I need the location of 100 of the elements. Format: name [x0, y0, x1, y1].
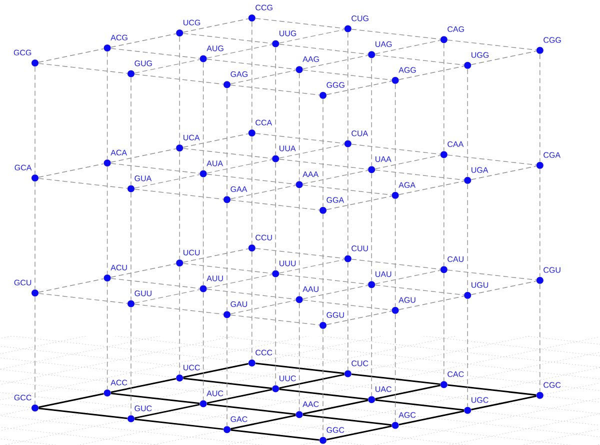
- dashed-line: [130, 77, 132, 186]
- dashed-line: [302, 300, 392, 310]
- dashed-line: [470, 280, 537, 295]
- codon-label: GUG: [134, 60, 154, 67]
- codon-label: CCU: [254, 234, 274, 241]
- codon-label: AAU: [302, 286, 320, 293]
- dashed-line: [351, 28, 441, 40]
- dashed-line: [106, 51, 108, 160]
- dashed-line: [206, 274, 272, 288]
- dashed-line: [230, 200, 320, 210]
- codon-label: UAU: [374, 270, 392, 278]
- dashed-line: [275, 47, 276, 156]
- dashed-line: [110, 148, 176, 163]
- codon-label: AGG: [398, 66, 417, 74]
- grid-line: [183, 363, 248, 378]
- dashed-line: [371, 288, 372, 396]
- dashed-line: [322, 214, 324, 322]
- dashed-line: [106, 281, 108, 390]
- dashed-line: [278, 158, 368, 170]
- dashed-line: [206, 174, 296, 185]
- codon-label: GUA: [134, 174, 152, 182]
- codon-label: GGG: [326, 82, 346, 88]
- dashed-line: [302, 70, 392, 80]
- dashed-line: [447, 270, 537, 280]
- dashed-line: [230, 300, 296, 314]
- codon-label: CUG: [350, 14, 370, 22]
- codon-label: GGC: [326, 426, 346, 434]
- dashed-line: [255, 133, 345, 144]
- dashed-line: [182, 33, 272, 44]
- dashed-line: [467, 68, 468, 178]
- grid-line: [302, 414, 392, 426]
- dashed-line: [182, 248, 249, 263]
- grid-line: [38, 393, 104, 408]
- dashed-line: [106, 166, 108, 275]
- dashed-line: [447, 154, 537, 166]
- dashed-line: [110, 278, 200, 289]
- codon-label: AGC: [398, 412, 417, 418]
- grid-line: [110, 392, 200, 404]
- dashed-line: [110, 263, 176, 278]
- codon-label: UGA: [470, 166, 489, 174]
- dashed-line: [447, 40, 537, 50]
- dashed-line: [302, 170, 368, 184]
- dashed-line: [322, 328, 324, 438]
- dashed-line: [230, 185, 296, 200]
- dashed-line: [371, 172, 372, 282]
- codon-label: UGC: [470, 396, 490, 404]
- codon-label: CCC: [254, 349, 274, 356]
- dashed-line: [134, 304, 224, 315]
- codon-label: UAC: [374, 386, 392, 393]
- dashed-line: [38, 178, 128, 189]
- grid-line: [183, 378, 272, 390]
- dashed-line: [302, 184, 392, 196]
- dashed-line: [302, 285, 368, 300]
- dashed-line: [275, 277, 276, 386]
- dashed-line: [255, 248, 345, 259]
- codon-label: CCG: [254, 4, 274, 11]
- dashed-line: [110, 48, 200, 59]
- codon-label: UCG: [182, 19, 202, 26]
- codon-label: ACA: [110, 149, 128, 156]
- dashed-line: [134, 289, 200, 304]
- grid-line: [352, 373, 440, 385]
- dashed-line: [230, 84, 320, 96]
- grid-line: [471, 395, 536, 410]
- grid-line: [134, 418, 224, 430]
- dashed-line: [394, 198, 396, 308]
- dashed-line: [206, 58, 296, 70]
- codon-label: UCA: [182, 134, 200, 141]
- grid-line: [279, 388, 368, 400]
- grid-line: [134, 404, 200, 419]
- dashed-line: [371, 58, 372, 166]
- dashed-line: [134, 74, 224, 85]
- dashed-line: [322, 98, 324, 208]
- dashed-line: [351, 258, 441, 270]
- dashed-line: [182, 263, 272, 274]
- codon-label: UCC: [182, 364, 201, 371]
- dashed-line: [38, 63, 128, 74]
- codon-label: CAG: [446, 26, 466, 33]
- dashed-line: [38, 278, 104, 293]
- dashed-line: [34, 66, 36, 175]
- dashed-line: [326, 310, 392, 325]
- codon-label: GAU: [230, 300, 248, 308]
- dashed-line: [278, 144, 345, 158]
- codon-label: GCA: [14, 164, 32, 171]
- dashed-line: [298, 188, 300, 296]
- dashed-line: [130, 307, 132, 416]
- codon-label: GCU: [13, 279, 32, 286]
- dashed-line: [206, 288, 296, 300]
- dashed-line: [470, 166, 537, 180]
- codon-label: CGC: [542, 382, 562, 388]
- codon-label: GGU: [326, 312, 346, 318]
- dashed-line: [255, 18, 345, 29]
- codon-label: CUC: [350, 360, 370, 367]
- codon-label: AGA: [398, 182, 416, 188]
- grid-line: [375, 384, 440, 400]
- dashed-line: [130, 192, 132, 300]
- dashed-line: [110, 33, 176, 48]
- codon-label: CGU: [542, 266, 562, 274]
- codon-label: CGG: [542, 36, 562, 44]
- grid-line: [38, 408, 128, 420]
- dashed-line: [394, 84, 396, 192]
